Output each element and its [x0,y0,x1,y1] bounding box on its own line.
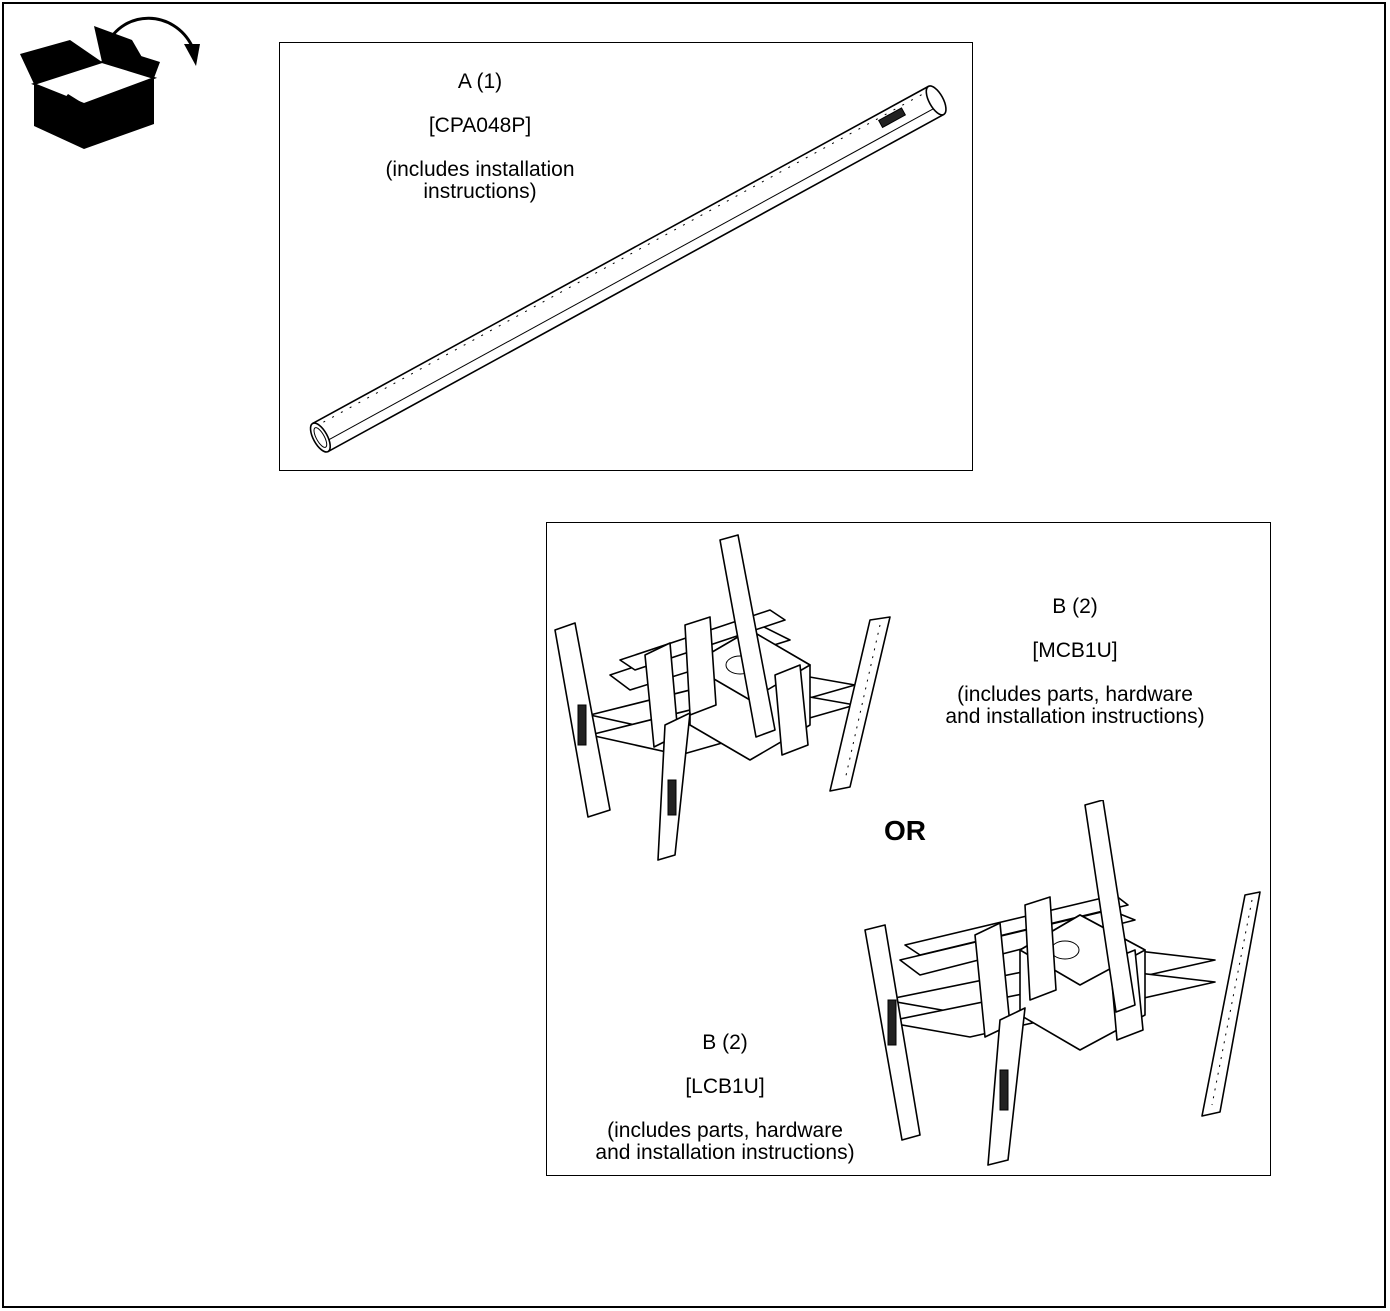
part-b-mcb-label: B (2) [1052,595,1098,618]
part-a-note: (includes installation instructions) [385,158,575,203]
part-b-mcb-number: [MCB1U] [1032,639,1118,662]
part-a-caption: A (1) [CPA048P] (includes installation i… [335,49,625,225]
curved-arrow-icon [184,44,200,66]
part-b-lcb-note: (includes parts, hardware and installati… [595,1119,855,1164]
part-b-lcb-number: [LCB1U] [685,1075,765,1098]
part-b-lcb-caption: B (2) [LCB1U] (includes parts, hardware … [560,1010,890,1186]
lcb1u-bracket-illustration [864,800,1261,1166]
mcb1u-bracket-illustration [554,534,891,861]
or-label: OR [884,815,926,846]
pipe-illustration [309,85,947,453]
open-box-icon [20,16,200,149]
part-b-mcb-note: (includes parts, hardware and installati… [945,683,1205,728]
part-b-lcb-label: B (2) [702,1031,748,1054]
part-a-number: [CPA048P] [428,114,532,137]
part-a-label: A (1) [457,70,503,93]
part-b-mcb-caption: B (2) [MCB1U] (includes parts, hardware … [910,574,1240,750]
